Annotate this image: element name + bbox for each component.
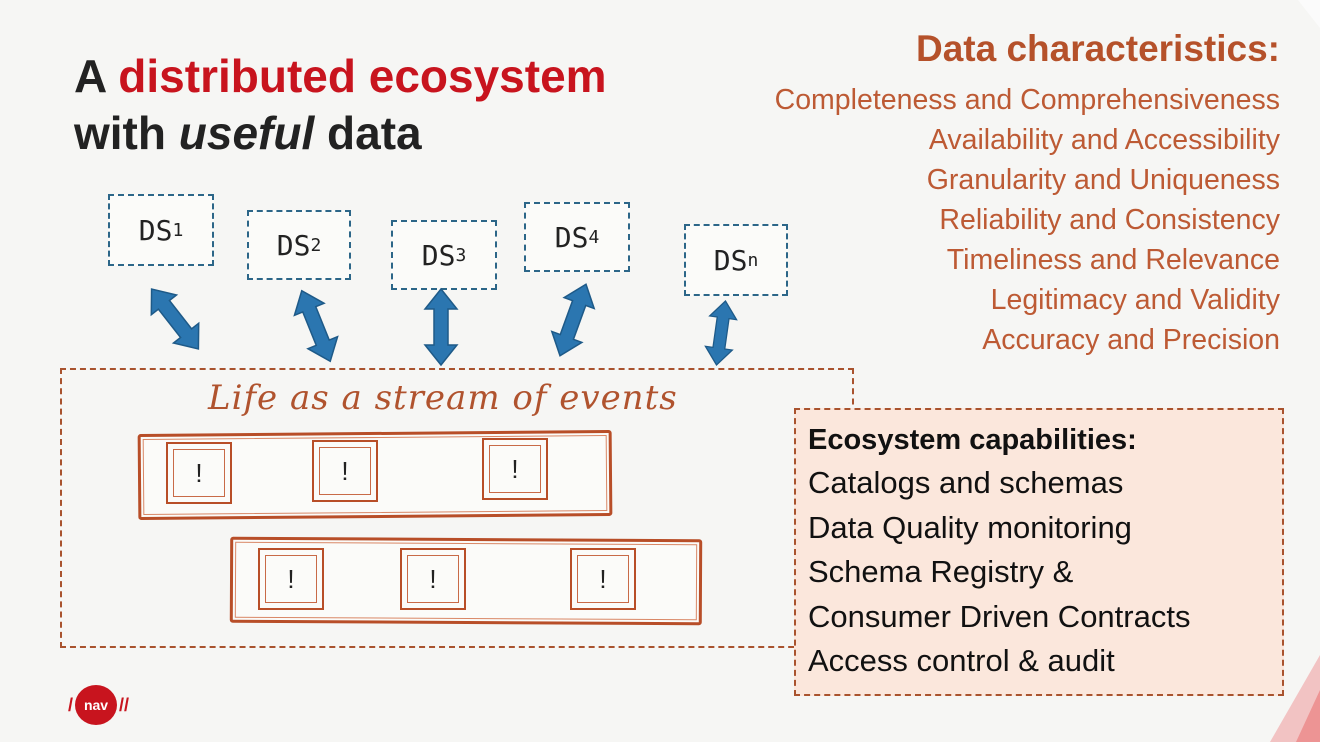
event-item: ! bbox=[312, 440, 378, 502]
ecosystem-capabilities-box: Ecosystem capabilities: Catalogs and sch… bbox=[794, 408, 1284, 696]
bidirectional-arrow-3 bbox=[424, 288, 458, 366]
logo-circle: nav bbox=[75, 685, 118, 725]
characteristic-item: Granularity and Uniqueness bbox=[926, 164, 1280, 196]
bidirectional-arrow-1 bbox=[138, 278, 212, 360]
characteristic-item: Reliability and Consistency bbox=[939, 204, 1280, 236]
characteristic-item: Timeliness and Relevance bbox=[946, 244, 1280, 276]
slide-title: A distributed ecosystem with useful data bbox=[74, 48, 607, 162]
ds-label: DS bbox=[421, 238, 456, 272]
ds-label: DS bbox=[713, 243, 748, 277]
event-item: ! bbox=[166, 442, 232, 504]
bidirectional-arrow-2 bbox=[286, 284, 346, 368]
capability-item: Catalogs and schemas bbox=[808, 465, 1124, 500]
logo-slashes-icon: // bbox=[119, 694, 130, 715]
characteristic-item: Availability and Accessibility bbox=[928, 124, 1280, 156]
ds-subscript: n bbox=[747, 249, 759, 271]
ds-subscript: 2 bbox=[310, 234, 322, 256]
ds-subscript: 3 bbox=[455, 244, 467, 266]
title-emphasis: useful bbox=[178, 107, 315, 159]
event-item: ! bbox=[258, 548, 324, 610]
characteristic-item: Completeness and Comprehensiveness bbox=[774, 84, 1280, 116]
capability-item: Access control & audit bbox=[808, 643, 1115, 678]
logo-slash-icon: / bbox=[68, 694, 74, 715]
data-characteristics-heading: Data characteristics: bbox=[915, 28, 1280, 69]
ds-label: DS bbox=[554, 220, 589, 254]
data-characteristics-list: Completeness and Comprehensiveness Avail… bbox=[775, 80, 1280, 360]
ds-subscript: 1 bbox=[172, 219, 184, 241]
capability-item: Consumer Driven Contracts bbox=[808, 598, 1191, 634]
ds-label: DS bbox=[276, 228, 311, 262]
capability-item: Schema Registry & bbox=[808, 554, 1074, 589]
characteristic-item: Legitimacy and Validity bbox=[990, 284, 1280, 316]
ds-subscript: 4 bbox=[588, 226, 600, 248]
title-line2-suffix: data bbox=[327, 107, 422, 159]
capability-item: Data Quality monitoring bbox=[808, 509, 1132, 545]
ds-label: DS bbox=[138, 213, 173, 247]
stream-title: Life as a stream of events bbox=[208, 378, 678, 418]
title-line2-prefix: with bbox=[74, 107, 166, 159]
title-prefix: A bbox=[74, 50, 106, 102]
bidirectional-arrow-4 bbox=[544, 278, 602, 362]
bidirectional-arrow-n bbox=[702, 298, 740, 368]
event-item: ! bbox=[570, 548, 636, 610]
event-item: ! bbox=[482, 438, 548, 500]
title-highlight: distributed ecosystem bbox=[118, 50, 607, 102]
characteristic-item: Accuracy and Precision bbox=[982, 324, 1280, 356]
capabilities-heading: Ecosystem capabilities: bbox=[808, 424, 1137, 456]
event-item: ! bbox=[400, 548, 466, 610]
nav-logo: / nav // bbox=[66, 685, 131, 725]
